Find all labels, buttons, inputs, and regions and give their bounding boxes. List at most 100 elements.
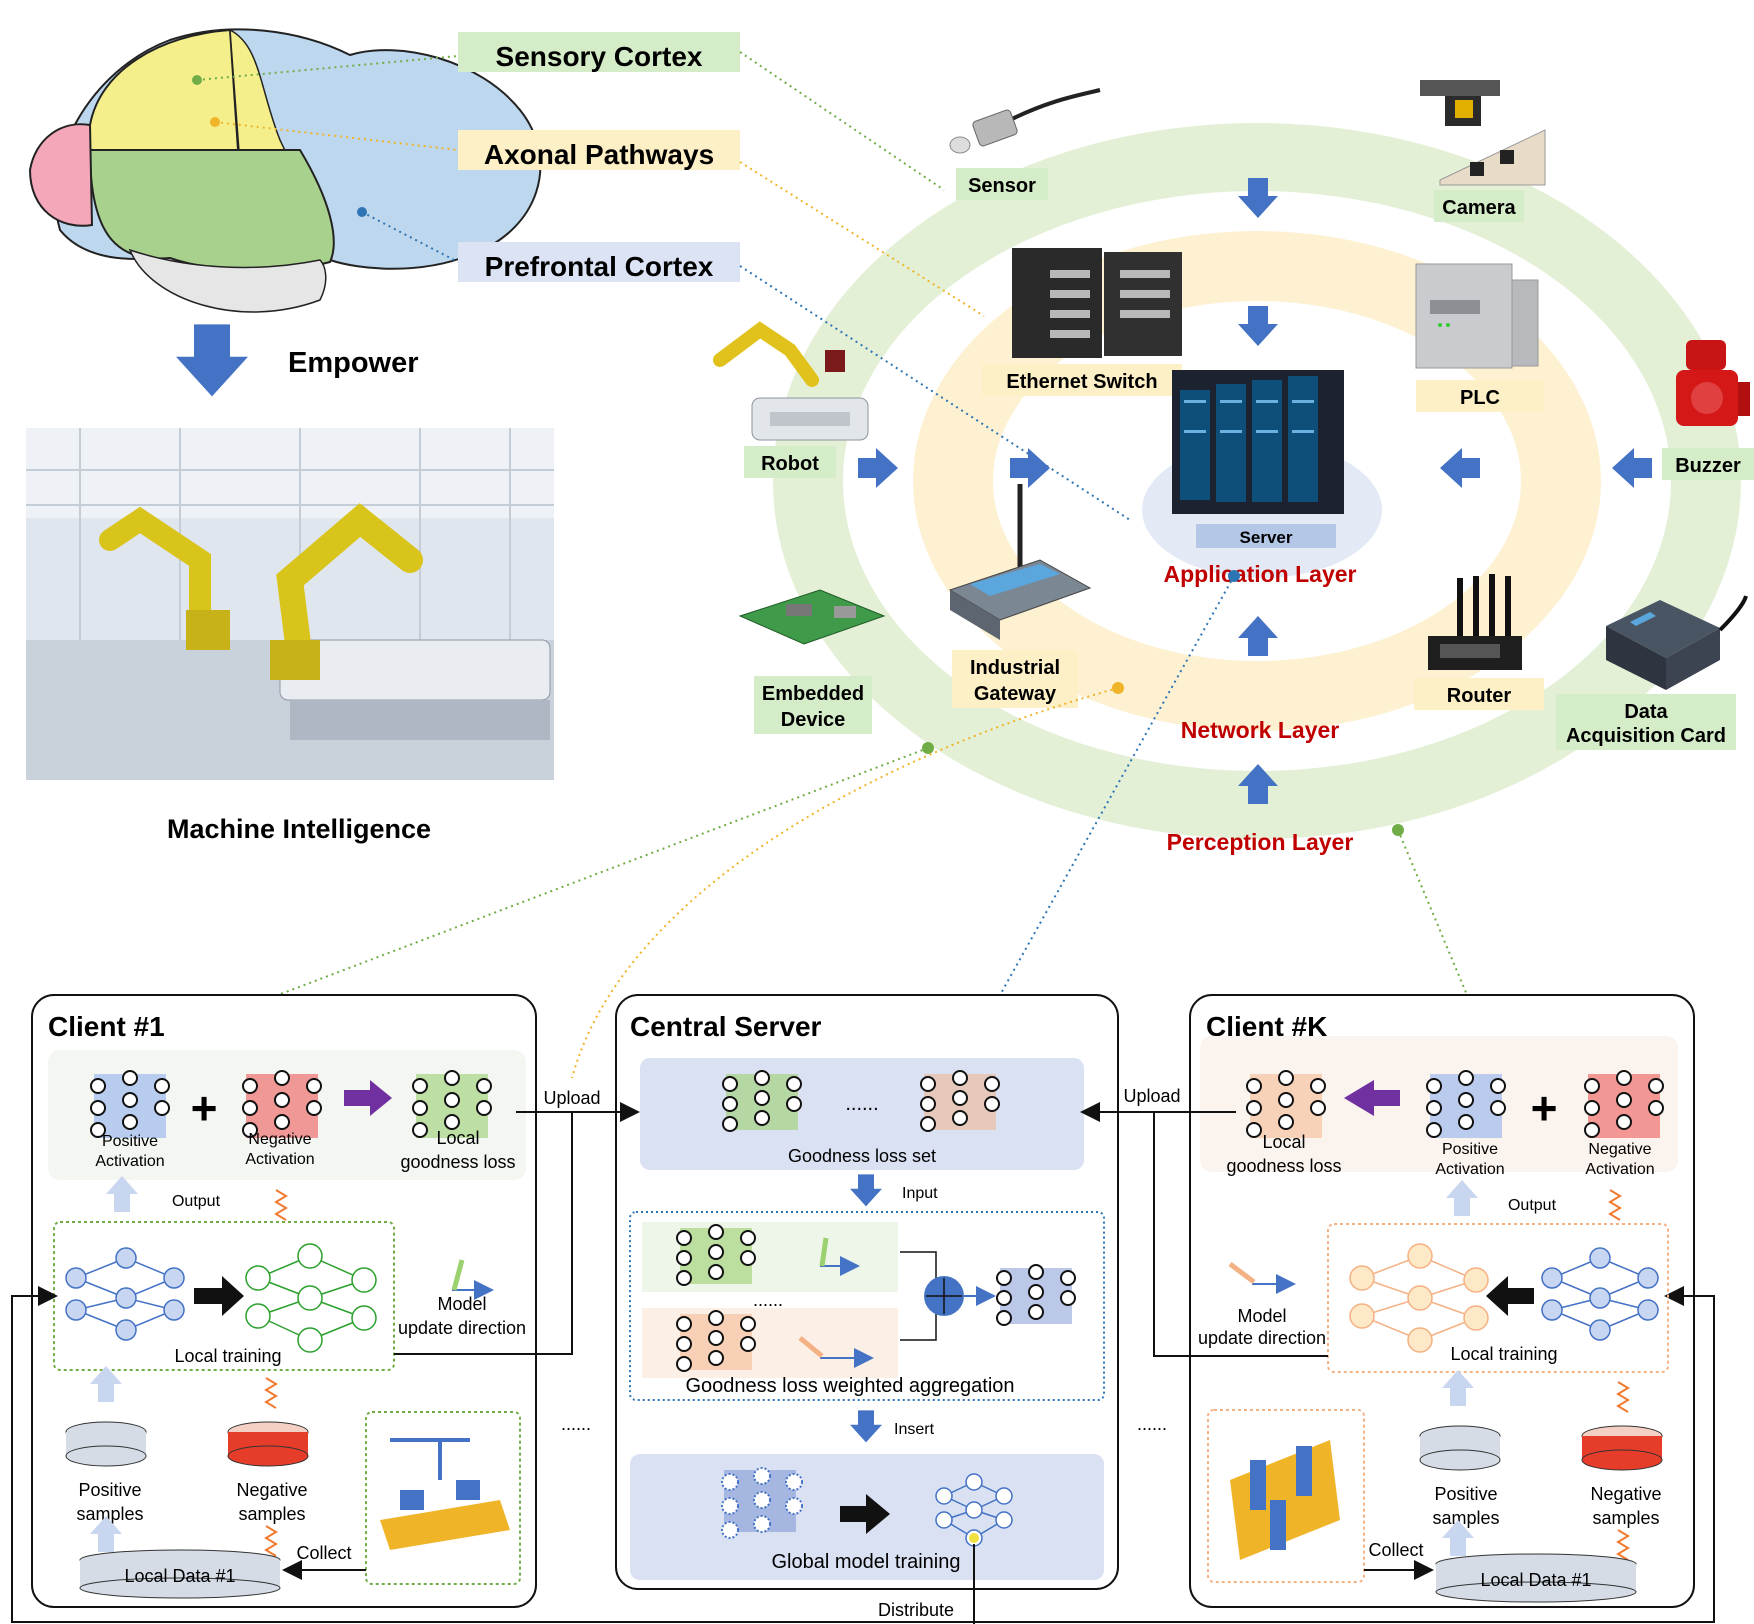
global-model-icon	[935, 1473, 1013, 1547]
client1-model-update-1: Model	[437, 1294, 486, 1314]
empower-label: Empower	[288, 347, 419, 379]
camera-image	[1420, 80, 1546, 186]
ethernet-switch-image	[1012, 248, 1182, 358]
clientK-negative-wave-icon	[1616, 1381, 1630, 1413]
perception-to-client1-line	[277, 747, 929, 996]
client1-positive-activation-2: Activation	[95, 1153, 164, 1170]
plc-label: PLC	[1460, 387, 1500, 409]
network-layer-label: Network Layer	[1181, 717, 1340, 743]
application-layer-label: Application Layer	[1164, 561, 1357, 587]
prefrontal-cortex-label: Prefrontal Cortex	[485, 251, 714, 282]
camera-label: Camera	[1442, 197, 1516, 219]
sensory-cortex-tag	[458, 32, 740, 72]
clientK-panel	[1189, 994, 1695, 1608]
server-label: Server	[1240, 528, 1293, 547]
client1-factory-box	[365, 1411, 521, 1585]
client1-negative-wave-icon	[264, 1377, 278, 1409]
insert-arrow	[850, 1410, 882, 1443]
clientK-negative-activation-1: Negative	[1588, 1141, 1651, 1158]
client1-plus-icon: +	[191, 1082, 218, 1134]
client1-positive-samples-1: Positive	[78, 1480, 141, 1500]
clientK-model-update-2: update direction	[1198, 1328, 1326, 1348]
ethernet-switch-label: Ethernet Switch	[1006, 371, 1157, 393]
client1-positive-activation-1: Positive	[102, 1133, 158, 1150]
aggregation-ellipsis: ......	[753, 1290, 783, 1310]
clientK-local-data-icon	[1435, 1553, 1637, 1603]
distribute-label: Distribute	[878, 1600, 954, 1620]
empower-arrow	[176, 324, 249, 397]
embedded-device-label-2: Device	[781, 709, 846, 731]
sensor-tag	[956, 168, 1048, 200]
prefrontal-cortex-tag	[458, 242, 740, 282]
client1-output-label: Output	[172, 1193, 221, 1210]
clientK-output-label: Output	[1508, 1197, 1557, 1214]
client1-positive-samples-icon	[65, 1421, 147, 1467]
client1-goodness-loss-1: Local	[436, 1128, 479, 1148]
client1-training-box	[53, 1221, 395, 1371]
input-arrow	[850, 1174, 882, 1207]
router-tag	[1414, 678, 1544, 710]
axonal-pathways-tag	[458, 130, 740, 170]
goodness-loss-set-label: Goodness loss set	[788, 1146, 936, 1166]
plc-tag	[1416, 380, 1544, 412]
clientK-goodness-net-icon	[1246, 1070, 1326, 1138]
aggregation-green-net-icon	[676, 1224, 756, 1286]
clientK-negative-samples-1: Negative	[1590, 1484, 1661, 1504]
client1-goodness-net-icon	[412, 1070, 492, 1138]
axonal-to-network-line	[739, 161, 985, 317]
global-training-label: Global model training	[772, 1551, 961, 1573]
clientK-purple-arrow	[1344, 1080, 1400, 1116]
client1-title: Client #1	[48, 1011, 165, 1042]
right-ellipsis: ......	[1137, 1414, 1167, 1434]
client1-goodness-loss-2: goodness loss	[400, 1152, 515, 1172]
client1-update-direction-icon	[451, 1259, 494, 1300]
clientK-blue-net-icon	[1541, 1247, 1659, 1341]
client1-negative-samples-1: Negative	[236, 1480, 307, 1500]
application-to-server-line	[999, 575, 1235, 996]
embedded-device-tag	[754, 676, 872, 734]
factory-photo	[26, 428, 554, 780]
client1-model-update-2: update direction	[398, 1318, 526, 1338]
client1-collect-label: Collect	[296, 1543, 351, 1563]
client1-output-arrow	[106, 1176, 138, 1212]
client1-negative-activation-2: Activation	[245, 1151, 314, 1168]
clientK-update-direction-icon	[1228, 1262, 1296, 1294]
insert-label: Insert	[894, 1421, 935, 1438]
aggregation-label: Goodness loss weighted aggregation	[685, 1375, 1014, 1397]
aggregation-box	[629, 1211, 1105, 1401]
industrial-gateway-label-2: Gateway	[974, 683, 1057, 705]
clientK-local-training-label: Local training	[1450, 1344, 1557, 1364]
clientK-positive-samples-icon	[1419, 1425, 1501, 1471]
central-green-net-icon	[722, 1070, 802, 1132]
clientK-plus-icon: +	[1531, 1082, 1558, 1134]
client1-local-data-label: Local Data #1	[124, 1566, 235, 1586]
global-pre-net-icon	[721, 1467, 803, 1539]
clientK-negative-samples-icon	[1581, 1425, 1663, 1471]
ethernet-switch-tag	[982, 364, 1182, 396]
aggregation-orange-direction-icon	[798, 1336, 874, 1368]
robot-tag	[744, 446, 836, 478]
network-to-upload-line	[571, 687, 1119, 1079]
client1-positive-up-arrow	[90, 1366, 122, 1402]
client1-negative-samples-2: samples	[238, 1504, 305, 1524]
perception-to-clientK-line	[1397, 829, 1468, 996]
central-loss-ellipsis: ......	[845, 1093, 878, 1115]
clientK-factory-icon	[1230, 1440, 1340, 1560]
server-image	[1172, 370, 1344, 514]
clientK-negative-net-icon	[1584, 1070, 1664, 1138]
robot-label: Robot	[761, 453, 819, 475]
client1-local-training-label: Local training	[174, 1346, 281, 1366]
clientK-factory-box	[1207, 1409, 1365, 1583]
client1-positive-samples-2: samples	[76, 1504, 143, 1524]
client1-upload-line	[394, 1102, 640, 1355]
clientK-negative-feedback-icon	[1608, 1189, 1622, 1221]
clientK-negative-activation-2: Activation	[1585, 1161, 1654, 1178]
distribute-line-left	[11, 1296, 975, 1624]
clientK-model-update-1: Model	[1237, 1306, 1286, 1326]
daq-card-label-1: Data	[1624, 701, 1668, 723]
router-image	[1428, 574, 1522, 670]
client1-factory-icon	[380, 1438, 510, 1550]
clientK-negative-samples-2: samples	[1592, 1508, 1659, 1528]
central-server-panel	[615, 994, 1119, 1590]
